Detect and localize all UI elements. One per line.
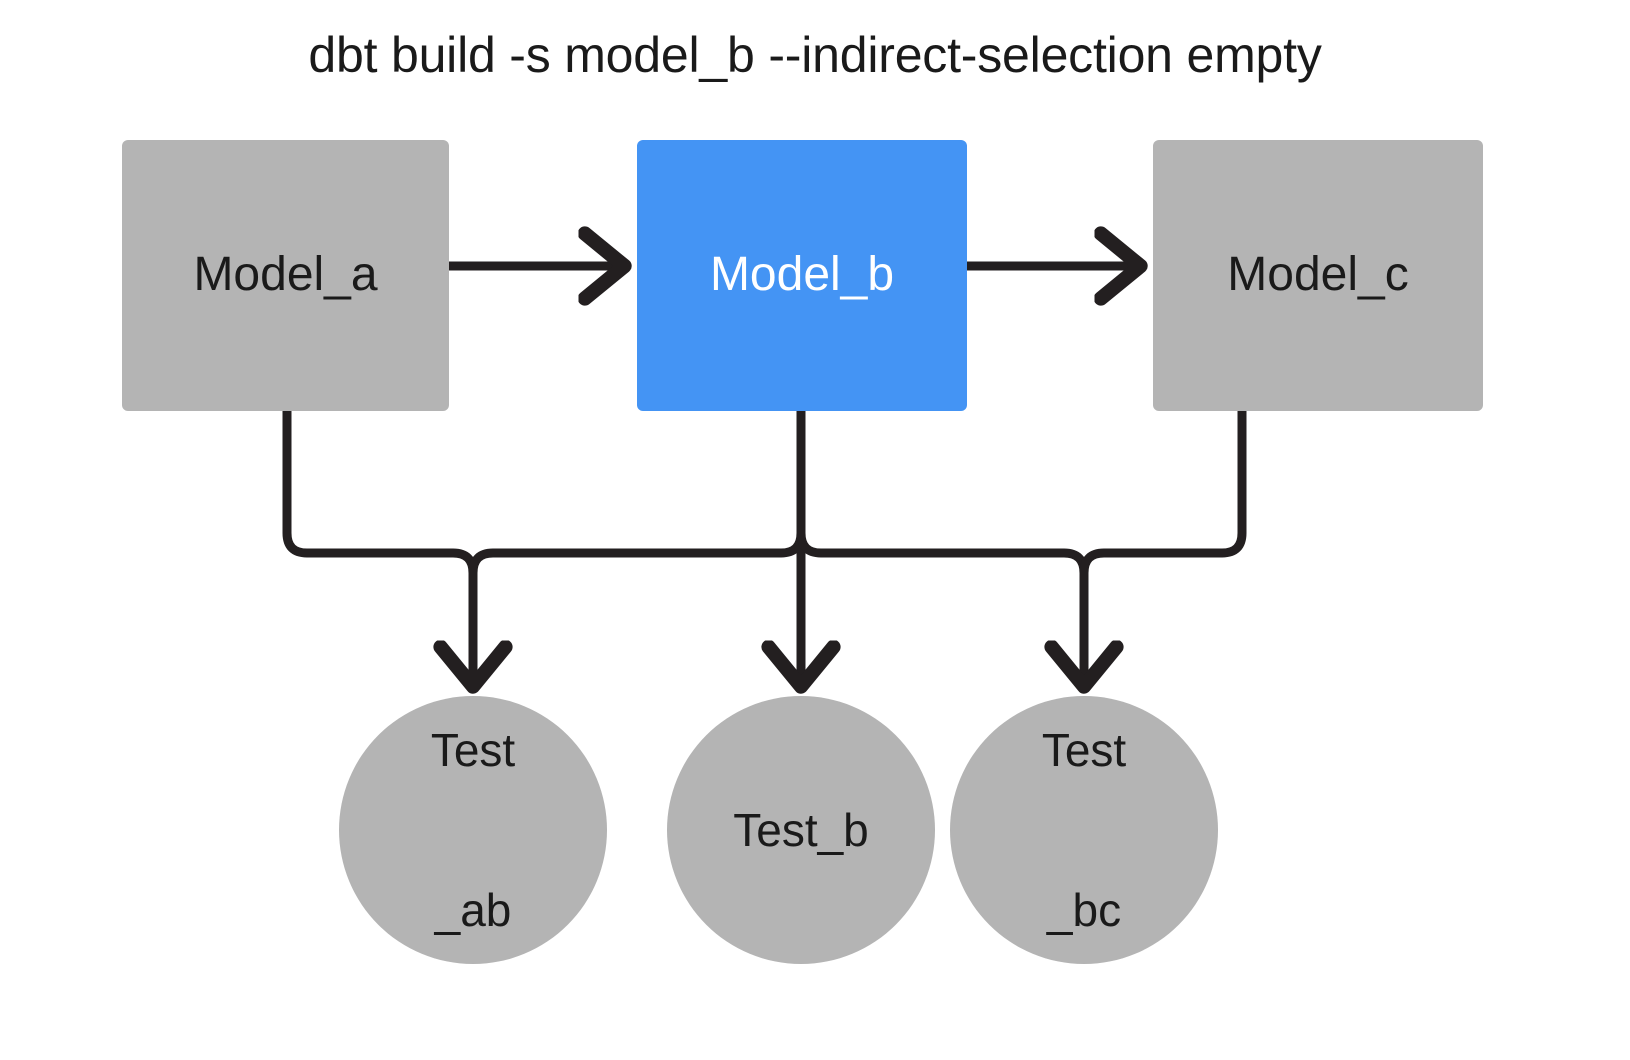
edge-model-c-to-test-bc: [1084, 411, 1247, 682]
node-test-bc[interactable]: Test _bc: [950, 696, 1218, 964]
node-test-bc-label-line1: Test: [1041, 724, 1127, 776]
node-model-b[interactable]: Model_b: [637, 140, 967, 411]
edge-model-b-to-test-ab: [468, 411, 806, 682]
node-model-b-label: Model_b: [709, 248, 895, 302]
node-test-ab[interactable]: Test _ab: [339, 696, 607, 964]
node-test-ab-label: Test _ab: [431, 635, 515, 1025]
diagram-title: dbt build -s model_b --indirect-selectio…: [308, 27, 1322, 83]
node-model-c[interactable]: Model_c: [1153, 140, 1483, 411]
node-test-bc-label-line2: _bc: [1046, 884, 1122, 936]
node-model-a[interactable]: Model_a: [122, 140, 449, 411]
node-test-b[interactable]: Test_b: [667, 696, 935, 964]
node-test-ab-label-line1: Test: [430, 724, 516, 776]
node-model-c-label: Model_c: [1227, 248, 1409, 302]
node-test-b-label: Test_b: [733, 715, 869, 945]
node-model-a-label: Model_a: [193, 248, 378, 302]
node-test-bc-label: Test _bc: [1042, 635, 1126, 1025]
node-test-b-label-line1: Test_b: [733, 804, 869, 856]
node-test-ab-label-line2: _ab: [434, 884, 512, 936]
